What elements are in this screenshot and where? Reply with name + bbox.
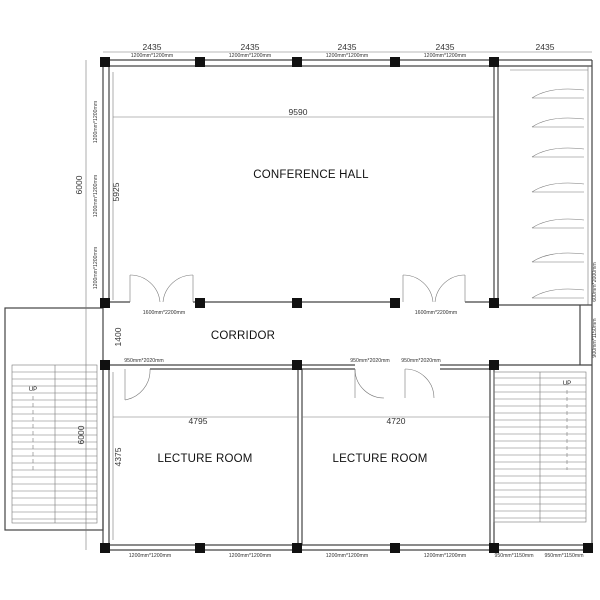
lecture-width-2-dim: 4720 [387,416,406,426]
bottom-window-6: 950mm*1150mm [544,553,583,559]
doors [124,274,466,401]
top-window-1: 1200mm*1200mm [131,53,173,59]
lecture-width-1-dim: 4795 [189,416,208,426]
left-window-3: 1200mm*1200mm [93,247,99,289]
hall-left-door-label: 1600mm*2200mm [143,310,185,316]
right-staircase [493,371,587,523]
top-bay-dim-4: 2435 [436,42,455,52]
bottom-window-5: 950mm*1150mm [494,553,533,559]
left-stair-up-label: UP [29,387,37,393]
top-bay-dim-2: 2435 [241,42,260,52]
right-bay-fixtures [498,66,592,306]
conference-hall-walls [109,66,499,305]
corridor-label: CORRIDOR [211,330,275,342]
right-window-2: 900mm*1150mm [592,318,598,357]
right-window-1: 600mm*2000mm [592,262,598,302]
hall-depth-dim: 5925 [111,182,121,201]
stair-depth-dim: 6000 [76,425,86,444]
lecture-1-door-label: 950mm*2020mm [350,358,390,364]
bottom-window-4: 1200mm*1200mm [424,553,466,559]
lecture-room-1-label: LECTURE ROOM [157,453,252,465]
bottom-window-3: 1200mm*1200mm [326,553,368,559]
corridor-width-dim: 1400 [113,327,123,346]
top-bay-dim-3: 2435 [338,42,357,52]
hall-width-dim: 9590 [289,107,308,117]
top-window-4: 1200mm*1200mm [424,53,466,59]
top-bay-dim-1: 2435 [143,42,162,52]
corridor-walls [109,305,592,370]
top-window-2: 1200mm*1200mm [229,53,271,59]
lecture-room-2-label: LECTURE ROOM [332,453,427,465]
overall-depth-dim: 6000 [74,175,84,194]
structural-columns [100,57,593,553]
conference-hall-label: CONFERENCE HALL [253,169,369,181]
corridor-left-door-label: 950mm*2020mm [124,358,164,364]
left-window-2: 1200mm*1200mm [93,175,99,217]
bottom-window-2: 1200mm*1200mm [229,553,271,559]
hall-right-door-label: 1600mm*2200mm [415,310,457,316]
dimension-lines [85,51,592,550]
left-window-1: 1200mm*1200mm [93,101,99,143]
lecture-2-door-label: 950mm*2020mm [401,358,441,364]
left-staircase [4,307,104,531]
right-stair-up-label: UP [563,381,571,387]
top-window-3: 1200mm*1200mm [326,53,368,59]
top-bay-dim-5: 2435 [536,42,555,52]
lecture-depth-dim: 4375 [113,447,123,466]
bottom-window-1: 1200mm*1200mm [129,553,171,559]
